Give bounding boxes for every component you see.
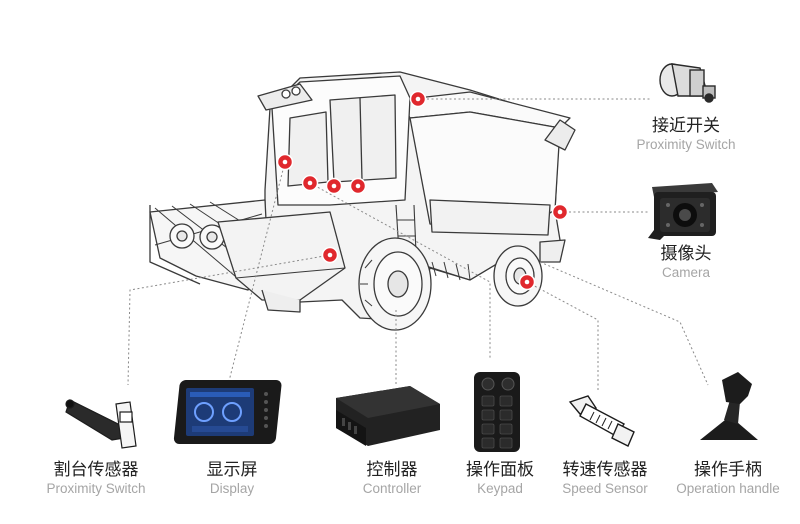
operation-handle-device [700,372,758,440]
harvester-illustration [149,71,576,331]
label-speed-sensor-cn: 转速传感器 [562,460,648,480]
label-controller: 控制器 Controller [342,460,442,497]
line-operation-handle [539,261,709,386]
marker-cab-1 [301,174,319,192]
label-operation-handle-en: Operation handle [676,481,780,496]
label-camera-cn: 摄像头 [660,244,712,264]
label-keypad: 操作面板 Keypad [452,460,548,497]
marker-rear-camera [551,203,569,221]
sensor-markers [276,90,569,291]
label-camera-en: Camera [661,265,710,280]
label-display-cn: 显示屏 [206,460,258,480]
label-controller-en: Controller [362,481,422,496]
keypad-device [474,372,520,452]
marker-rear-wheel [518,273,536,291]
label-keypad-cn: 操作面板 [466,460,534,480]
line-keypad [309,182,491,358]
marker-cab-3 [349,177,367,195]
label-speed-sensor: 转速传感器 Speed Sensor [552,460,658,497]
label-camera: 摄像头 Camera [636,244,736,281]
label-operation-handle: 操作手柄 Operation handle [664,460,792,497]
marker-cab-2 [325,177,343,195]
line-speed-sensor [526,281,599,392]
camera-device [648,183,718,240]
label-header-sensor: 割台传感器 Proximity Switch [30,460,162,497]
controller-device [336,386,440,446]
label-display: 显示屏 Display [182,460,282,497]
label-proximity-switch-cn: 接近开关 [652,116,720,136]
label-proximity-switch-en: Proximity Switch [636,137,736,152]
proximity-switch-device [659,63,716,103]
marker-header [321,246,339,264]
display-device [173,380,282,444]
speed-sensor-device [568,395,635,447]
label-header-sensor-cn: 割台传感器 [53,460,139,480]
label-keypad-en: Keypad [477,481,523,496]
label-controller-cn: 控制器 [366,460,418,480]
label-operation-handle-cn: 操作手柄 [694,460,762,480]
line-header-sensor [127,254,331,386]
connector-lines [127,98,709,392]
header-sensor-device [65,399,137,449]
label-header-sensor-en: Proximity Switch [46,481,146,496]
label-proximity-switch: 接近开关 Proximity Switch [618,116,754,153]
marker-cab-roof [409,90,427,108]
label-display-en: Display [209,481,255,496]
label-speed-sensor-en: Speed Sensor [562,481,648,496]
marker-cab-pillar [276,153,294,171]
